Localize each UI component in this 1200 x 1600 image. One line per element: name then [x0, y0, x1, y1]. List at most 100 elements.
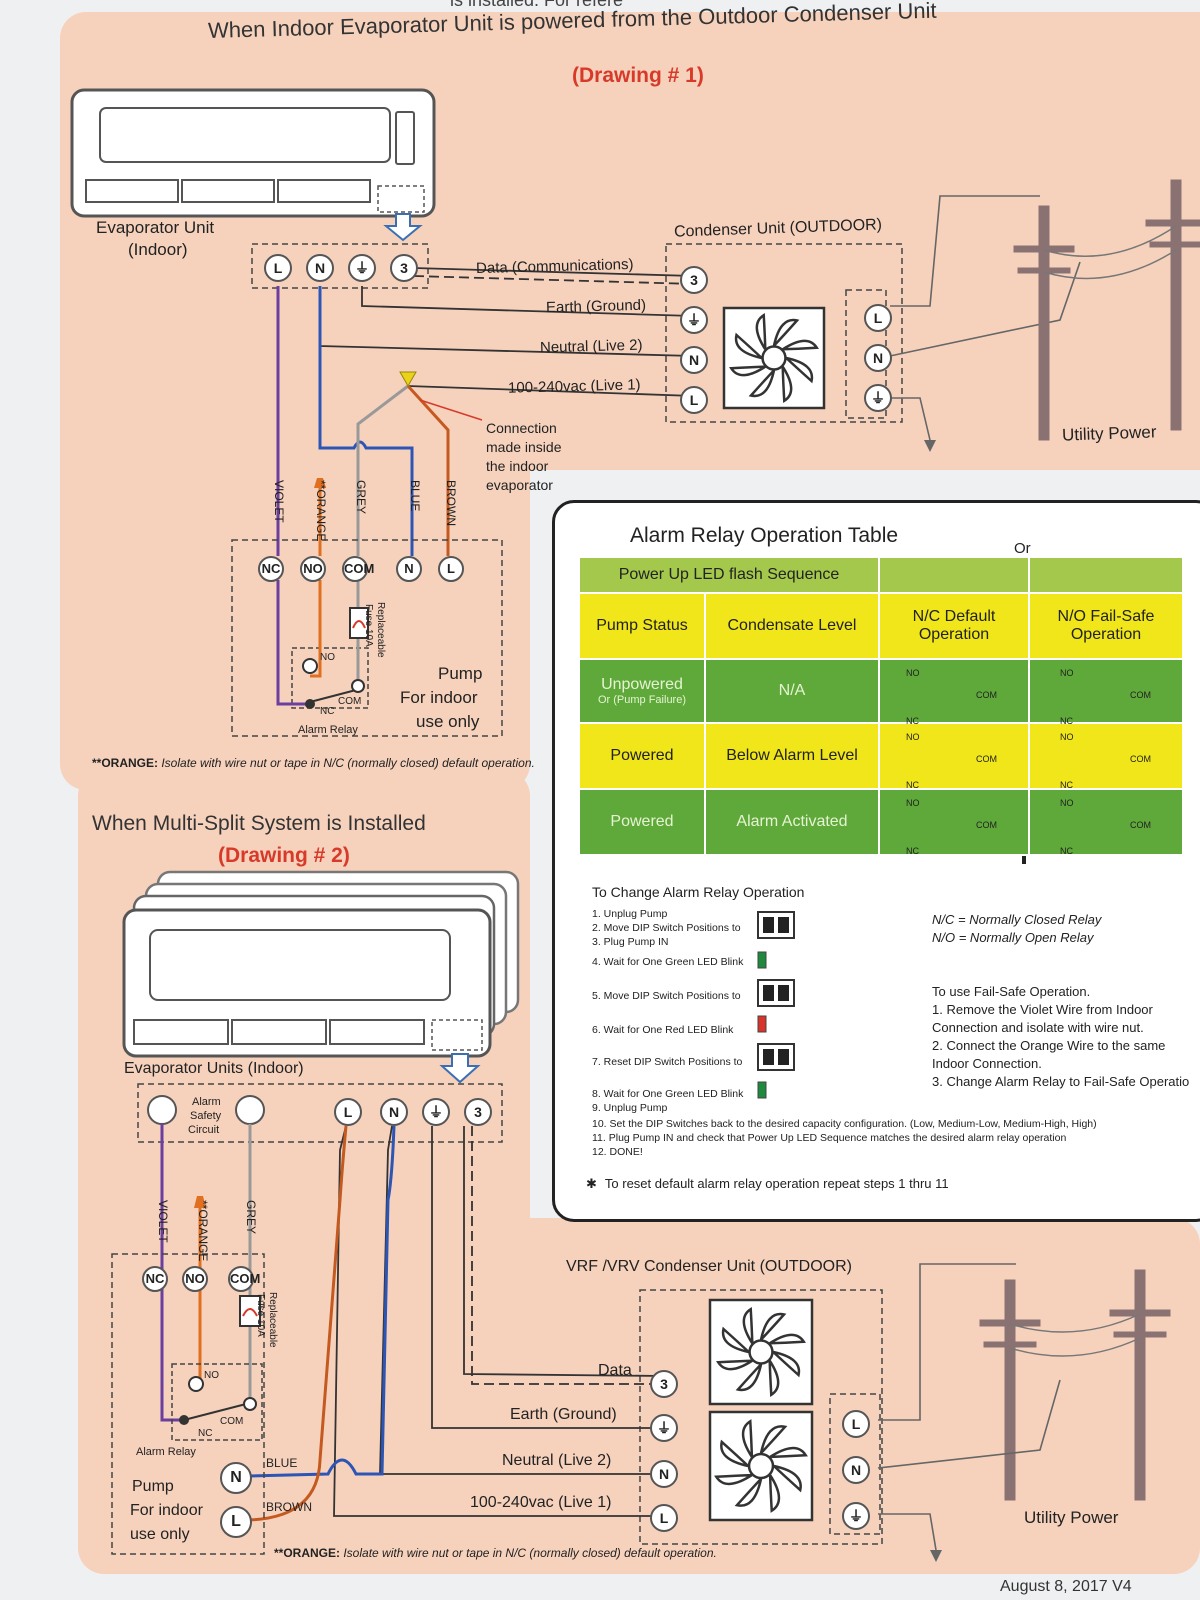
- failsafe-3: Indoor Connection.: [932, 1056, 1042, 1071]
- pump2-label-0: Pump: [132, 1478, 174, 1495]
- row3-level: Alarm Activated: [704, 788, 880, 856]
- pole-crossarm-3: [1109, 1309, 1171, 1317]
- fan-blade: [772, 1350, 801, 1378]
- cond2-terminal-3: L: [650, 1504, 678, 1532]
- evap1-label-2: (Indoor): [128, 240, 188, 259]
- d1-wire-color-0: VIOLET: [272, 480, 286, 523]
- alarm-table-title: Alarm Relay Operation Table: [630, 524, 899, 547]
- cond1-terminal-0: 3: [680, 266, 708, 294]
- drawing1-subtitle: (Drawing # 1): [572, 64, 704, 87]
- led-no-cell: [1028, 556, 1184, 594]
- led-row-label: Power Up LED flash Sequence: [578, 556, 880, 594]
- fan-blade: [781, 366, 793, 403]
- d1-wire-label-1: Earth (Ground): [545, 296, 647, 317]
- blue-label: BLUE: [266, 1456, 298, 1470]
- alarm-circuit-1: Safety: [190, 1110, 222, 1122]
- dip-switches: [757, 911, 795, 1099]
- pump2-terminal-2: COM: [228, 1266, 260, 1292]
- dip-key-b-2: [778, 1049, 789, 1065]
- fan-blade: [742, 1307, 754, 1344]
- fan-hub: [761, 345, 787, 371]
- step-11: 12. DONE!: [592, 1146, 643, 1158]
- step-0: 1. Unplug Pump: [592, 908, 668, 920]
- row1-no-switch: [1028, 658, 1184, 724]
- fan-blade: [734, 332, 763, 360]
- header-no-failsafe: N/O Fail-Safe Operation: [1028, 592, 1184, 660]
- row2-nc-switch: [878, 722, 1030, 790]
- d2-wire-color-1: **ORANGE: [196, 1200, 210, 1262]
- pump1-terminal-4: L: [438, 556, 464, 582]
- fan-blade: [720, 1439, 749, 1468]
- evap1-label-1: Evaporator Unit: [96, 218, 215, 237]
- condenser1-box: [665, 243, 903, 423]
- fan-blade: [769, 1446, 808, 1459]
- step-4: 5. Move DIP Switch Positions to: [592, 990, 741, 1002]
- row2-no-switch: [1028, 722, 1184, 790]
- footnote2-text: Isolate with wire nut or tape in N/C (no…: [340, 1546, 717, 1560]
- fuse1-label-1: Replaceable: [375, 602, 386, 658]
- evap1-terminal-0: L: [264, 254, 292, 282]
- header-nc-default: N/C Default Operation: [878, 592, 1030, 660]
- step-10: 11. Plug Pump IN and check that Power Up…: [592, 1132, 1067, 1144]
- header-condensate-level: Condensate Level: [704, 592, 880, 660]
- dip-key-a-0: [763, 917, 774, 933]
- footnote2-bold: **ORANGE:: [274, 1546, 341, 1560]
- d2-wire-label-1: Earth (Ground): [510, 1406, 617, 1423]
- footnote1-text: Isolate with wire nut or tape in N/C (no…: [158, 756, 535, 770]
- evaporator-unit-1: [70, 88, 436, 242]
- pump2-terminal-1: NO: [182, 1266, 208, 1292]
- power2-terminal-0: L: [842, 1410, 870, 1438]
- fan-blade: [769, 1333, 806, 1345]
- fuse2-label-2: Fuse 10A: [255, 1294, 266, 1337]
- d1-wire-color-2: GREY: [354, 480, 368, 515]
- relay1-label: Alarm Relay: [298, 724, 358, 736]
- reset-text: To reset default alarm relay operation r…: [604, 1176, 949, 1191]
- cond1-terminal-3: L: [680, 386, 708, 414]
- sw-no-1-0: NO: [1060, 668, 1074, 678]
- sw-nc-1-2: NC: [1060, 846, 1073, 856]
- alarm-relay-table: Power Up LED flash Sequence Pump Status …: [578, 556, 1184, 856]
- power2-terminal-2: ⏚: [842, 1502, 870, 1530]
- relay1-com: COM: [338, 696, 362, 707]
- d2-wire-color-0: VIOLET: [156, 1200, 170, 1243]
- pole-crossarm2-3: [1113, 1331, 1167, 1338]
- sw-com-1-2: COM: [1130, 820, 1151, 830]
- pump2-terminal-0: NC: [142, 1266, 168, 1292]
- fan-hub: [747, 1452, 775, 1480]
- fan-blade: [714, 1473, 753, 1486]
- footnote1-bold: **ORANGE:: [92, 756, 159, 770]
- instructions-title: To Change Alarm Relay Operation: [592, 884, 805, 900]
- drawing2-wires: [160, 1124, 1061, 1562]
- d2-wire-color-2: GREY: [244, 1200, 258, 1235]
- fan-blade: [759, 1312, 787, 1341]
- row3-status: Powered: [578, 788, 706, 856]
- drawing2-subtitle: (Drawing # 2): [218, 844, 350, 867]
- evap1-terminal-1: N: [306, 254, 334, 282]
- pole-crossarm-0: [1013, 245, 1075, 253]
- condenser2-label: VRF /VRV Condenser Unit (OUTDOOR): [566, 1258, 852, 1275]
- relay2-no: NO: [204, 1370, 219, 1381]
- step-led-2: [757, 1081, 767, 1099]
- relay2-label: Alarm Relay: [136, 1446, 196, 1458]
- pump1-terminal-2: COM: [342, 556, 374, 582]
- connection-note-2: the indoor: [486, 458, 549, 474]
- fan-blade: [748, 369, 776, 398]
- failsafe-4: 3. Change Alarm Relay to Fail-Safe Opera…: [932, 1074, 1190, 1089]
- connection-note-3: evaporator: [486, 477, 553, 493]
- nc-definition: N/C = Normally Closed Relay: [932, 912, 1102, 927]
- pole-2: [1004, 1279, 1016, 1501]
- power-line-1: [1043, 225, 1177, 257]
- fan2-blades: [714, 1307, 808, 1513]
- step-led-1: [757, 1015, 767, 1033]
- power-line-3: [1009, 1313, 1141, 1333]
- relay1-nc: NC: [320, 706, 335, 717]
- or-label: Or: [1014, 540, 1031, 557]
- fan-blade: [741, 1419, 754, 1458]
- power-terminal-box-2: [829, 1393, 881, 1535]
- pole-1: [1170, 179, 1182, 431]
- sw-com-0-2: COM: [976, 820, 997, 830]
- d2-wire-label-0: Data: [598, 1362, 632, 1379]
- relay1-box: [291, 647, 369, 709]
